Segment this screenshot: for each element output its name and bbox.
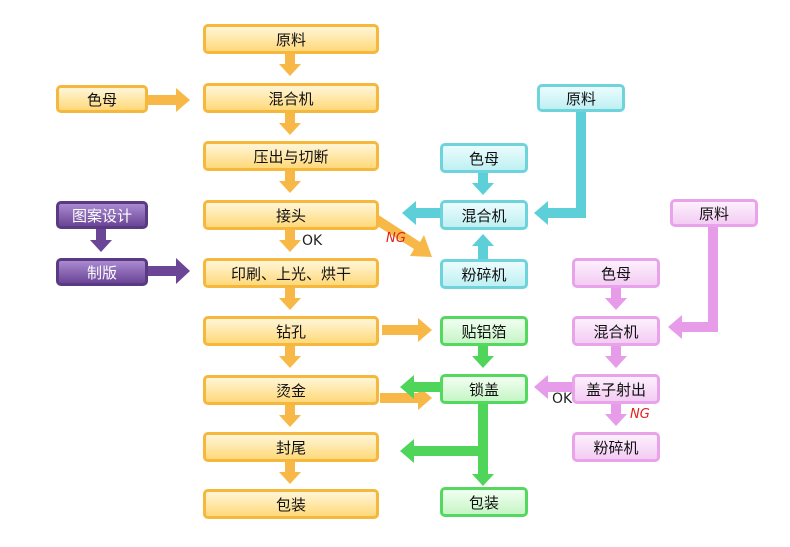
step-pattern-design: 图案设计 [56,201,148,229]
arrow-injection-to-crusher [605,404,627,426]
cap-line-pack: 包装 [440,487,528,517]
arrow-design-to-plate [90,229,112,252]
arrow-lock-cap-to-tail [400,404,488,463]
step-plate-making: 制版 [56,258,148,286]
ok-label-main: OK [302,233,323,249]
arrow-injection-to-lock-cap [534,375,572,399]
arrow-lock-cap-to-foil [400,375,440,399]
step-lock-cap: 锁盖 [440,374,528,404]
cap-line-arrows [400,346,494,486]
step-mixer: 混合机 [203,83,379,113]
cap-molding-arrows [534,224,718,426]
arrow-lock-cap-to-pack [472,456,494,486]
regrind-mixer: 混合机 [440,200,528,230]
arrow-masterbatch-to-mixer-right [472,173,494,195]
arrow-plate-to-print [146,258,190,284]
arrow-raw-to-mixer-right [534,109,586,225]
cap-mixer: 混合机 [572,316,660,346]
step-hot-foil: 烫金 [203,375,379,405]
cap-masterbatch: 色母 [572,258,660,288]
ok-label-cap: OK [552,391,573,407]
arrow-mixer-to-extrude [279,113,301,135]
step-pack: 包装 [203,489,379,519]
cap-crusher: 粉碎机 [572,432,660,462]
design-flow-arrows [90,229,190,284]
arrow-print-to-drill [279,288,301,310]
arrow-extrude-to-splice [279,171,301,193]
arrow-raw-to-mixer-pink [668,224,718,339]
arrow-splice-ng [368,212,432,257]
input-masterbatch: 色母 [56,85,148,113]
arrow-masterbatch-to-mixer-pink [605,288,627,310]
arrow-crusher-to-mixer [472,234,494,259]
ng-label-cap: NG [630,407,650,422]
arrow-raw-to-mixer [279,54,301,76]
arrow-drill-to-foil-stick [382,318,432,342]
arrow-foil-to-tail [279,405,301,427]
step-tail-seal: 封尾 [203,432,379,462]
arrow-splice-to-print [279,230,301,252]
step-drill: 钻孔 [203,316,379,346]
regrind-crusher: 粉碎机 [440,259,528,289]
arrow-masterbatch-to-mixer [148,88,190,112]
arrow-foil-stick-to-lock-cap [472,346,494,368]
step-print-coat-dry: 印刷、上光、烘干 [203,258,379,288]
regrind-flow-arrows [402,109,586,259]
arrow-tail-to-pack [279,462,301,484]
step-splice: 接头 [203,200,379,230]
arrow-mixer-to-injection [605,346,627,368]
step-stick-aluminum-foil: 贴铝箔 [440,316,528,346]
regrind-masterbatch: 色母 [440,143,528,173]
ng-label-main: NG [386,231,406,246]
step-raw-material: 原料 [203,24,379,54]
cap-injection-molding: 盖子射出 [572,374,660,404]
arrow-mixer-to-splice [402,201,440,225]
arrow-drill-to-foil [279,346,301,368]
step-extrude-cut: 压出与切断 [203,141,379,171]
regrind-raw-material: 原料 [537,84,625,112]
cap-raw-material: 原料 [670,199,758,227]
